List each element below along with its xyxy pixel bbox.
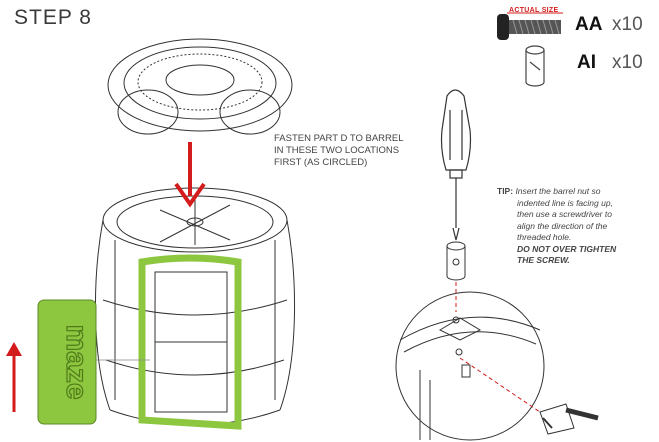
maze-logo-text: maze — [60, 324, 93, 399]
barrel-body — [94, 187, 296, 426]
fasten-note-line2: IN THESE TWO LOCATIONS — [274, 145, 400, 156]
tip-label: TIP: — [497, 186, 514, 196]
fasten-note-line1: FASTEN PART D TO BARREL — [274, 133, 404, 144]
tip-warning-line1: DO NOT OVER TIGHTEN — [517, 243, 617, 254]
maze-side-panel: maze — [37, 299, 150, 425]
tip-line1: Insert the barrel nut so — [515, 186, 601, 196]
top-plate — [107, 38, 293, 135]
tip-line4: align the direction of the — [517, 220, 608, 231]
barrel-nut-icon — [525, 45, 545, 87]
fasten-note-line3: FIRST (AS CIRCLED) — [274, 157, 368, 168]
tip-block: TIP: Insert the barrel nut so indented l… — [497, 186, 647, 267]
hardware-code-ai: AI — [577, 52, 596, 73]
tip-line3: then use a screwdriver to — [517, 209, 612, 219]
screw-detail-icon — [539, 403, 599, 435]
actual-size-label: ACTUAL SIZE — [509, 7, 559, 14]
hardware-qty-aa: x10 — [612, 14, 643, 35]
barrel-nut-detail — [446, 241, 466, 281]
hardware-code-aa: AA — [575, 14, 603, 35]
tip-line2: indented line is facing up, — [517, 197, 613, 208]
tip-warning-line2: THE SCREW. — [517, 255, 570, 265]
barrel-window — [154, 271, 228, 413]
screw-icon — [497, 12, 563, 40]
hardware-qty-ai: x10 — [612, 52, 643, 73]
step-title: STEP 8 — [14, 6, 92, 29]
screwdriver-icon — [440, 89, 472, 241]
barrel-green-frame — [138, 254, 242, 430]
tip-line5: threaded hole. — [517, 232, 572, 242]
detail-magnifier — [395, 291, 545, 441]
lift-arrow-icon — [6, 342, 22, 412]
fasten-note: FASTEN PART D TO BARREL IN THESE TWO LOC… — [274, 133, 424, 169]
insert-arrow-icon — [174, 142, 206, 208]
